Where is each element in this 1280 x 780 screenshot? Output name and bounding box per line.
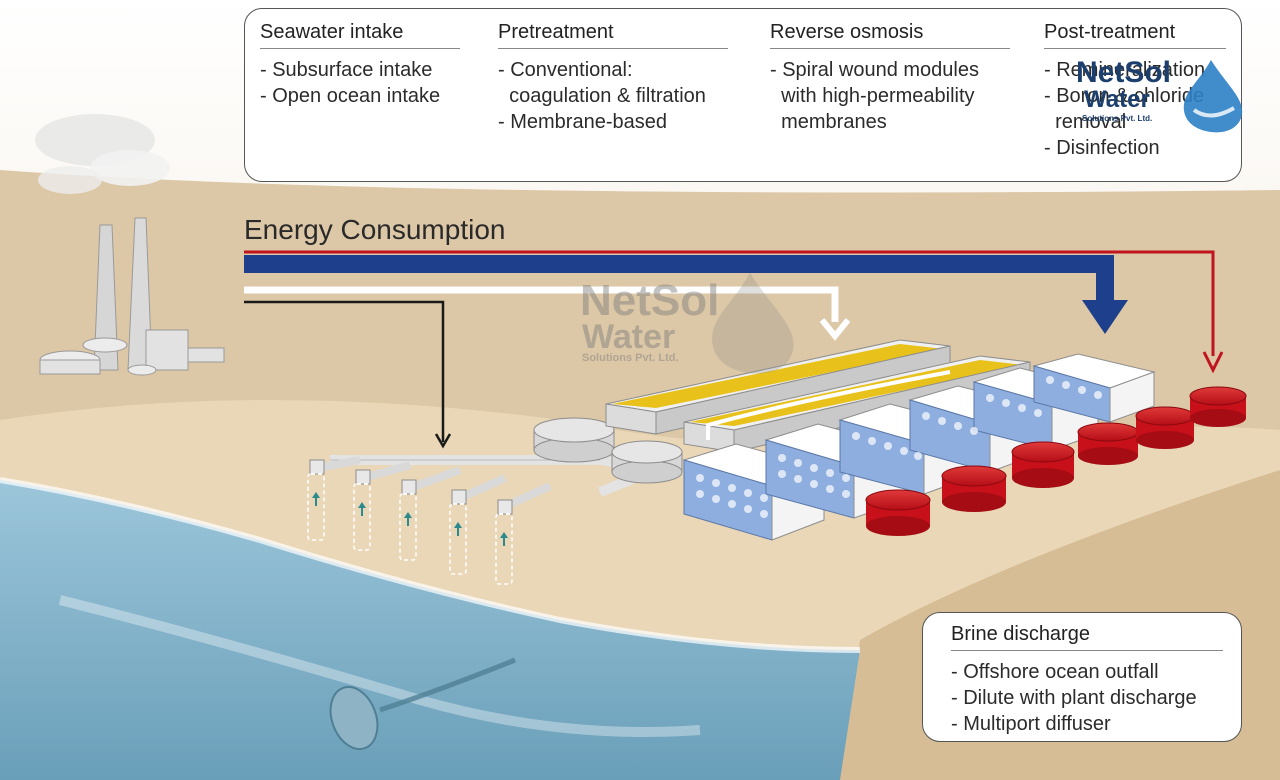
stage-item: - Remineralization [1044, 59, 1206, 81]
red-tank [865, 489, 931, 536]
water-drop-icon [1183, 60, 1243, 133]
logo-line2: Water [1084, 86, 1150, 113]
stage-title: Seawater intake [260, 21, 460, 49]
logo-line1: NetSol [1076, 56, 1172, 89]
pretreatment-tanks [533, 417, 683, 484]
treatment-stages-panel: Seawater intake - Subsurface intake - Op… [244, 8, 1242, 182]
brine-discharge-panel: Brine discharge - Offshore ocean outfall… [922, 612, 1242, 742]
stage-title: Post-treatment [1044, 21, 1226, 49]
wave-crest [58, 595, 701, 737]
filter-basins [605, 339, 1031, 453]
netsol-logo-corner: NetSol Water Solutions Pvt. Ltd. [1076, 56, 1246, 136]
red-tank [1189, 386, 1247, 427]
logo-line2: Water [582, 318, 676, 356]
stage-item: - Boron & chloride [1044, 85, 1205, 107]
stage-post-treatment: Post-treatment - Remineralization - Boro… [1044, 21, 1226, 161]
stage-item: - Disinfection [1044, 137, 1160, 159]
energy-line-black [244, 300, 445, 442]
logo-line3: Solutions Pvt. Ltd. [582, 352, 679, 364]
stage-item: membranes [770, 111, 887, 133]
shoreline-foam [0, 477, 861, 653]
red-tank [1011, 441, 1075, 488]
stage-item: coagulation & filtration [498, 85, 706, 107]
stage-title: Reverse osmosis [770, 21, 1010, 49]
stage-item: removal [1044, 111, 1127, 133]
red-tank [1077, 422, 1139, 465]
stage-seawater-intake: Seawater intake - Subsurface intake - Op… [260, 21, 460, 109]
water-drop-icon [712, 272, 794, 374]
stage-title: Pretreatment [498, 21, 728, 49]
energy-consumption-label: Energy Consumption [244, 214, 506, 245]
power-plant [35, 114, 225, 376]
brine-item: - Offshore ocean outfall [951, 661, 1159, 683]
stage-item: - Open ocean intake [260, 85, 441, 107]
stage-item: - Membrane-based [498, 111, 667, 133]
stage-item: - Conventional: [498, 59, 633, 81]
red-tank [941, 465, 1007, 512]
stage-reverse-osmosis: Reverse osmosis - Spiral wound modules w… [770, 21, 1010, 135]
stage-item: - Subsurface intake [260, 59, 433, 81]
energy-line-red [244, 250, 1215, 356]
stage-item: - Spiral wound modules [770, 59, 979, 81]
red-tank [1135, 406, 1195, 449]
logo-line3: Solutions Pvt. Ltd. [1082, 114, 1153, 123]
energy-flow-arrows [244, 250, 1224, 449]
offshore-outfall [329, 657, 516, 750]
post-treatment-tanks [865, 386, 1247, 536]
energy-line-blue [244, 255, 1114, 300]
brine-title: Brine discharge [951, 623, 1223, 651]
energy-line-white [244, 286, 839, 322]
logo-line1: NetSol [580, 276, 720, 325]
stage-item: with high-permeability [770, 85, 975, 107]
stage-pretreatment: Pretreatment - Conventional: coagulation… [498, 21, 728, 135]
netsol-logo-watermark: NetSol Water Solutions Pvt. Ltd. [580, 272, 800, 376]
brine-item: - Dilute with plant discharge [951, 687, 1197, 709]
sea [0, 480, 860, 780]
brine-item: - Multiport diffuser [951, 713, 1111, 735]
brine-discharge-column: Brine discharge - Offshore ocean outfall… [951, 623, 1223, 737]
